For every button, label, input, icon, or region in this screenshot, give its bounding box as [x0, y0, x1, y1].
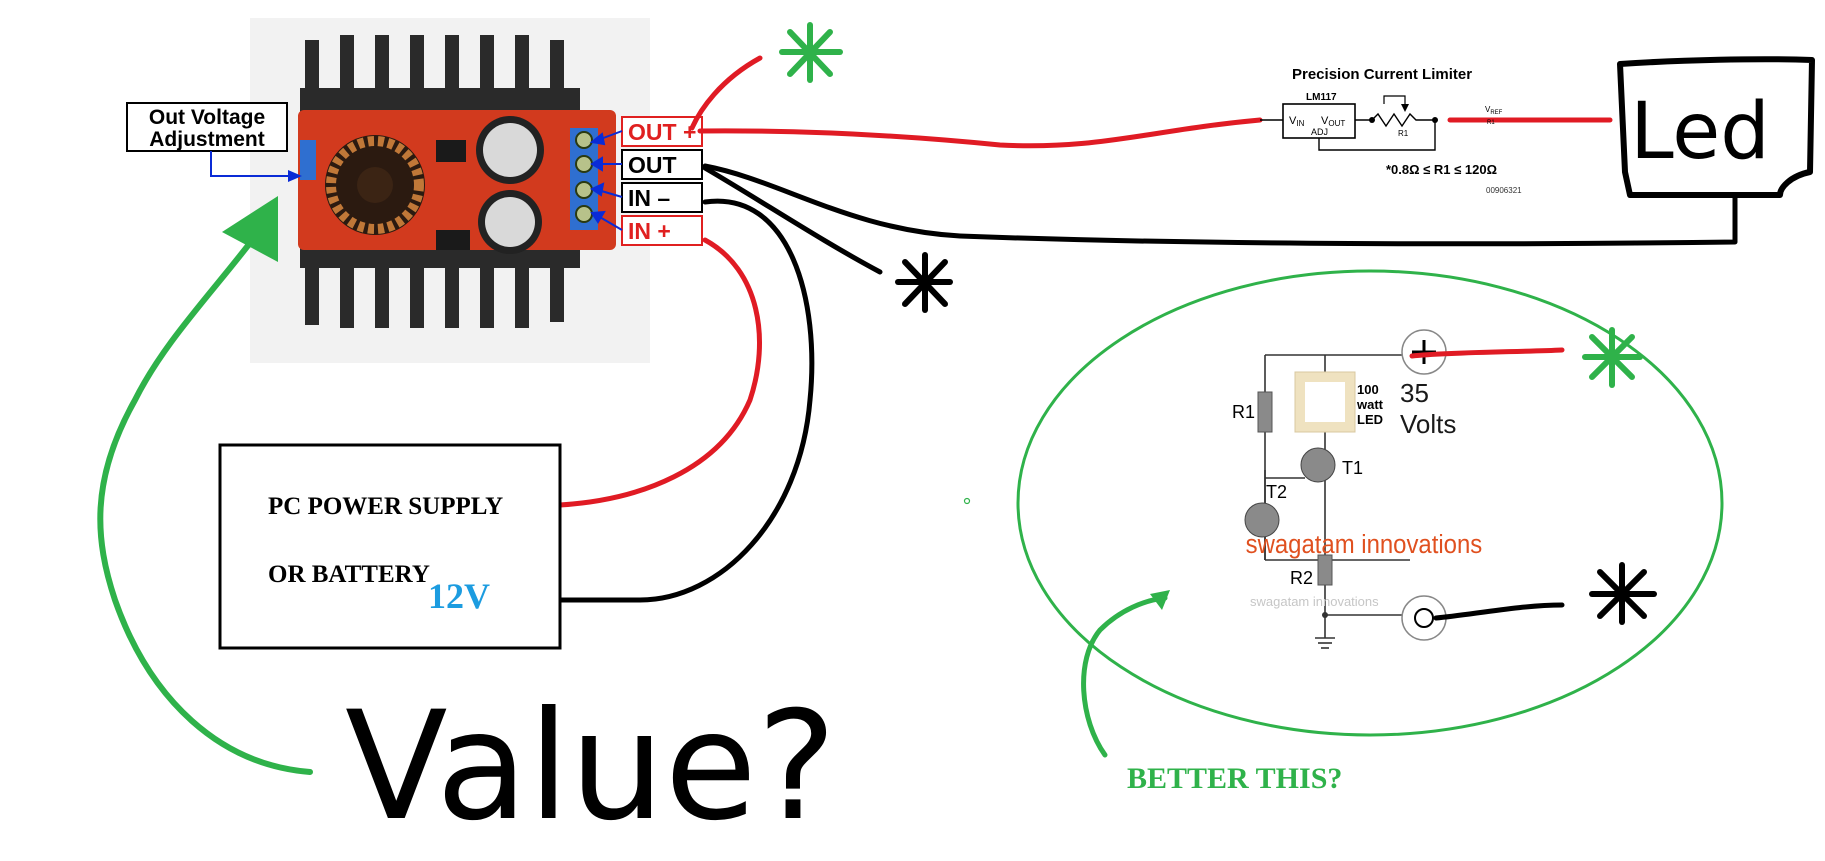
wire-out-minus — [702, 163, 1738, 247]
better-this-label: BETTER THIS? — [1127, 762, 1342, 795]
terminal-out-plus: OUT + — [621, 116, 703, 147]
better-this: BETTER THIS? — [1081, 590, 1342, 795]
led-box: Led — [1617, 56, 1815, 198]
potentiometer — [300, 140, 316, 180]
power-supply: PC POWER SUPPLY OR BATTERY 12V — [218, 443, 562, 650]
limiter-vin-sub: IN — [1296, 119, 1304, 128]
svg-text:VREF: VREF — [1485, 105, 1503, 116]
alt-volts-unit: Volts — [1400, 409, 1456, 439]
limiter-vin: V — [1289, 115, 1297, 127]
wires — [557, 55, 1738, 603]
alt-led-line2: watt — [1356, 397, 1384, 412]
alt-watermark-small: swagatam innovations — [1250, 594, 1379, 609]
alt-green-asterisk-icon — [1582, 327, 1643, 388]
alt-watermark: swagatam innovations — [1246, 530, 1483, 559]
terminal-in-minus: IN – — [621, 182, 703, 213]
alt-t2-label: T2 — [1266, 482, 1287, 502]
alt-r2-label: R2 — [1290, 568, 1313, 588]
terminal-out-minus: OUT — [621, 149, 703, 180]
adjustment-arrowhead-icon — [288, 170, 302, 182]
ground-icon — [1315, 630, 1335, 649]
svg-text:VIN: VIN — [1289, 115, 1305, 128]
wire-in-plus — [557, 237, 762, 508]
alt-r1-label: R1 — [1232, 402, 1255, 422]
limiter-chip-body — [1282, 103, 1356, 139]
value-pointer-line — [97, 227, 313, 775]
adjustment-pointer-line — [210, 151, 290, 177]
alt-t1-label: T1 — [1342, 458, 1363, 478]
led-box-label: Led — [1630, 87, 1770, 177]
alternative-circuit: R1 100 watt LED T1 T2 R2 35 Volts — [1016, 269, 1724, 737]
limiter-vref-under: R1 — [1487, 120, 1495, 126]
limiter-resistor — [1371, 112, 1435, 128]
terminal-in-minus-label: IN – — [628, 185, 670, 211]
green-asterisk-icon — [779, 22, 843, 83]
better-this-pointer-line — [1081, 595, 1168, 758]
power-supply-line2: OR BATTERY — [268, 561, 430, 588]
power-supply-voltage: 12V — [428, 576, 490, 616]
alt-volts-value: 35 — [1400, 378, 1429, 408]
limiter-vref-sub: REF — [1490, 110, 1502, 116]
terminal-out-plus-label: OUT + — [628, 119, 696, 145]
adjustment-label-line1: Out Voltage — [149, 106, 265, 129]
terminal-in-plus: IN + — [621, 215, 703, 246]
limiter-vout: V — [1321, 115, 1329, 127]
value-question-text: Value? — [345, 680, 837, 854]
adjustment-callout: Out Voltage Adjustment — [126, 102, 302, 182]
svg-text:VOUT: VOUT — [1321, 115, 1345, 128]
alt-resistor-r1 — [1257, 391, 1273, 433]
alt-led-line1: 100 — [1357, 382, 1379, 397]
terminal-out-minus-label: OUT — [628, 152, 677, 178]
power-supply-box — [218, 443, 562, 650]
limiter-title: Precision Current Limiter — [1292, 66, 1472, 83]
alt-transistor-t2 — [1244, 502, 1280, 538]
heatsink-top — [300, 35, 580, 120]
limiter-adj: ADJ — [1311, 127, 1328, 137]
wire-in-minus — [557, 198, 815, 603]
adjustment-label-line2: Adjustment — [149, 128, 265, 151]
wire-out-plus — [697, 117, 1263, 149]
limiter-chip: LM117 — [1306, 92, 1337, 103]
limiter-resistor-label: R1 — [1398, 129, 1409, 138]
led-box-outline — [1617, 56, 1815, 198]
stray-dot — [963, 497, 971, 505]
alt-wire-negative — [1433, 602, 1565, 621]
terminal-arrows — [589, 130, 623, 231]
current-limiter: Precision Current Limiter LM117 VIN VOUT… — [1260, 66, 1522, 195]
limiter-formula: *0.8Ω ≤ R1 ≤ 120Ω — [1386, 162, 1497, 177]
converter-module — [250, 18, 650, 363]
better-this-arrowhead-icon — [1150, 590, 1170, 610]
wire-out-plus-marker — [689, 55, 763, 131]
alt-resistor-r2 — [1317, 554, 1333, 586]
alt-black-asterisk-icon — [1589, 562, 1657, 625]
alt-transistor-t1 — [1300, 447, 1336, 483]
power-supply-line1: PC POWER SUPPLY — [268, 493, 503, 520]
alt-led-line3: LED — [1357, 412, 1383, 427]
value-arrowhead-icon — [222, 196, 278, 262]
terminal-in-plus-label: IN + — [628, 218, 671, 244]
limiter-vout-sub: OUT — [1328, 119, 1345, 128]
black-asterisk-icon — [895, 252, 953, 313]
limiter-vref: V — [1485, 105, 1491, 114]
alt-wire-positive — [1409, 347, 1565, 359]
value-question: Value? — [97, 196, 837, 854]
limiter-code: 00906321 — [1486, 186, 1522, 195]
wire-out-minus-marker — [702, 165, 883, 275]
alternative-circuit-ellipse — [1016, 269, 1724, 737]
terminal-labels: OUT + OUT IN – IN + — [589, 116, 703, 246]
adjustment-label-box — [126, 102, 288, 152]
